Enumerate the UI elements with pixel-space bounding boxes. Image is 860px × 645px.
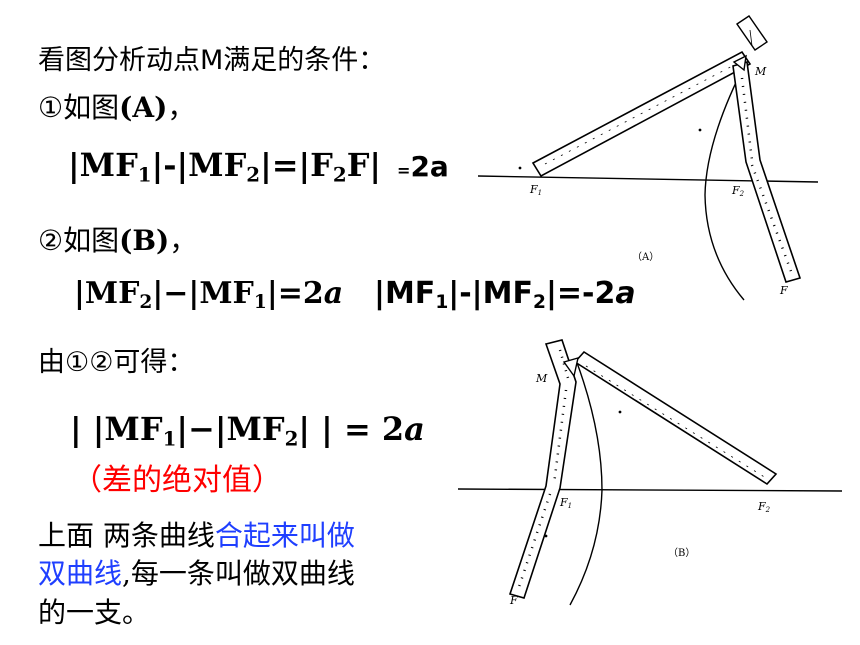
fig-a-ruler-long [531,50,752,178]
p1-black: 上面 两条曲线 [38,519,215,552]
p2-black: ,每一条叫做双曲线 [122,557,355,590]
fig-b-pin-m [562,357,579,378]
eq1-part: |MF [68,146,138,184]
fig-b-axis-line [457,488,843,492]
fig-a-label-m: M [754,65,767,78]
fig-b-ruler-lower [508,339,577,599]
eq1-sub: 2 [246,162,261,187]
fig-a-label-f: F [779,284,788,297]
eq3-var: a [615,276,636,311]
eq4-var: a [404,410,425,448]
eq2-part: |=2 [266,276,324,311]
fig-a-dot [518,166,522,170]
line-conclusion: 由①②可得： [38,347,195,378]
fig-b-caption: （B） [668,547,695,559]
fig-a-ruler-long-ticks [544,61,741,165]
eq4-part: | | = 2 [298,410,405,448]
equation-2: |MF2|−|MF1|=2a [74,276,343,313]
fig-b-label-m: M [535,372,548,385]
equation-3: |MF1|-|MF2|=-2a [374,276,636,313]
fig-a-ruler-short-ticks-lower [750,164,794,275]
line-figure-b: ②如图(B)， [38,219,197,259]
eq3-sub: 1 [435,292,449,314]
fig-a-caption: （A） [632,251,659,263]
fig-a-ruler-short [732,60,802,283]
fig-b-label-f1: F1 [559,496,572,510]
paragraph-line-1: 上面 两条曲线合起来叫做 [38,514,355,554]
fig-b-ruler-long [573,350,778,486]
figure-b-labels: M F1 F2 F （B） [509,372,771,607]
eq4-part: |−|MF [176,410,285,448]
eq1-part: |-|MF [151,146,247,184]
eq1-part: |=|F [260,146,333,184]
fig-b-hyperbola-branch [569,359,603,606]
note-absolute-difference: （差的绝对值） [72,463,282,498]
eq3-part: |=-2 [545,276,616,311]
line3-suffix: ， [169,224,198,257]
eq1-equals: = [397,161,411,180]
fig-b-dot [544,534,548,538]
figure-a [477,15,819,301]
line2-prefix: ①如图 [38,91,120,124]
eq2-part: |MF [74,276,140,311]
fig-b-label-f2: F2 [757,500,771,514]
p1-blue: 合起来叫做 [214,519,355,552]
paragraph-line-2: 双曲线,每一条叫做双曲线 [38,552,355,592]
fig-a-label-f1: F1 [529,183,542,197]
eq2-sub: 2 [139,292,153,314]
fig-a-pin-m [732,54,747,72]
fig-a-top-mark [749,29,753,47]
eq1-value: 2a [410,150,449,183]
fig-b-label-f: F [509,594,518,607]
line-figure-a: ①如图(A)， [38,86,195,126]
fig-b-ruler-bottom-ticks [516,493,552,591]
fig-a-hyperbola-branch [704,61,747,301]
eq2-var: a [323,276,344,311]
line3-prefix: ②如图 [38,224,120,257]
fig-b-ruler-top-ticks [558,349,570,379]
fig-a-dot [698,128,702,132]
eq1-part: F| [346,146,382,184]
eq2-part: |−|MF [152,276,254,311]
equation-4: | |MF1|−|MF2| | = 2a [70,410,425,451]
eq4-sub: 2 [284,426,299,451]
eq2-sub: 1 [253,292,267,314]
fig-a-ruler-top [736,15,768,51]
equation-1: |MF1|-|MF2|=|F2F|=2a [68,146,449,187]
fig-b-dot [618,410,622,414]
line2-suffix: ， [167,91,196,124]
line2-label: (A) [119,91,168,124]
eq3-part: |MF [374,276,436,311]
eq1-sub: 1 [137,162,152,187]
p2-blue: 双曲线 [38,557,123,590]
line3-label: (B) [119,224,170,257]
eq4-part: | |MF [70,410,163,448]
eq1-sub: 2 [332,162,347,187]
paragraph-line-3: 的一支。 [38,596,151,629]
line-analysis: 看图分析动点M满足的条件： [38,45,386,76]
fig-a-label-f2: F2 [731,184,745,198]
eq4-sub: 1 [162,426,177,451]
figure-a-labels: M F1 F2 F （A） [529,65,788,297]
eq3-part: |-|MF [448,276,533,311]
figure-b [457,339,843,606]
eq3-sub: 2 [532,292,546,314]
